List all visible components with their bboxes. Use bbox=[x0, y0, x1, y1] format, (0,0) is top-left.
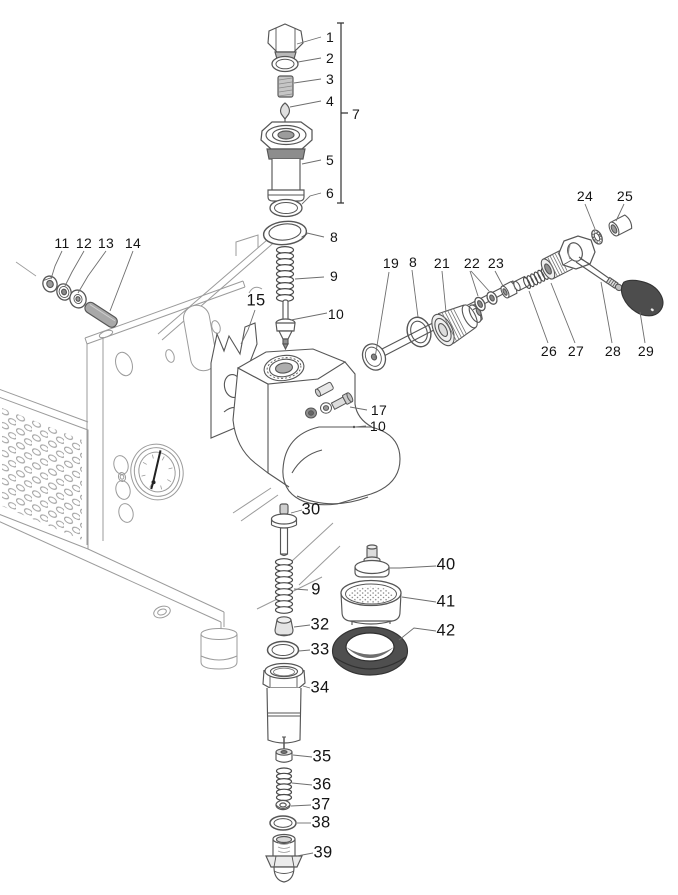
lever-spring-26 bbox=[522, 266, 553, 290]
washer-22a bbox=[474, 296, 486, 312]
piston-sleeve-34 bbox=[262, 662, 306, 744]
left-fasteners bbox=[15, 261, 118, 328]
o-ring-33 bbox=[266, 640, 300, 660]
o-ring-6 bbox=[269, 198, 303, 218]
cap-sleeve-25 bbox=[608, 214, 633, 237]
top-valve-stack bbox=[260, 22, 348, 351]
lower-valve-stack bbox=[262, 503, 306, 883]
drip-tray bbox=[0, 388, 89, 550]
cap-bolt bbox=[267, 23, 304, 60]
o-ring-2 bbox=[271, 55, 299, 73]
shower-screen-41 bbox=[340, 579, 402, 625]
valve-body-21 bbox=[431, 304, 483, 347]
seat-ring-8 bbox=[262, 220, 308, 246]
bracket-7 bbox=[337, 22, 348, 204]
valve-stem-upper bbox=[275, 299, 296, 351]
lever-assembly bbox=[406, 214, 664, 348]
brew-dome bbox=[267, 426, 401, 506]
lock-washer-24 bbox=[591, 229, 603, 245]
spring-pocket bbox=[263, 354, 305, 382]
washer-13 bbox=[69, 289, 87, 309]
o-ring-38 bbox=[269, 815, 297, 831]
pin-14 bbox=[84, 301, 118, 328]
washer-22b bbox=[486, 291, 498, 305]
nozzle-32 bbox=[274, 616, 294, 637]
front-panel bbox=[84, 233, 279, 545]
group-gasket-42 bbox=[331, 626, 409, 676]
valve-35 bbox=[275, 736, 293, 763]
leader-lines bbox=[50, 36, 646, 857]
screen-holder-40 bbox=[354, 544, 390, 578]
stem-30 bbox=[270, 503, 298, 557]
valve-poppet bbox=[280, 102, 290, 124]
machine-chassis bbox=[0, 233, 341, 670]
upper-fitting bbox=[260, 121, 313, 202]
washer-37 bbox=[275, 799, 291, 811]
o-ring-8b bbox=[406, 316, 432, 348]
filter-column bbox=[331, 544, 409, 676]
valve-spring-small bbox=[277, 75, 294, 98]
washer-12 bbox=[56, 283, 72, 301]
main-spring-upper bbox=[275, 246, 295, 303]
spring-36 bbox=[275, 767, 293, 802]
lever-fulcrum-block bbox=[558, 235, 596, 270]
head-bolt-set bbox=[305, 381, 354, 419]
lever-knob-29 bbox=[620, 279, 664, 317]
main-spring-lower bbox=[274, 558, 294, 614]
machine-base bbox=[0, 487, 341, 670]
group-head-body bbox=[232, 348, 401, 506]
pressure-gauge bbox=[130, 443, 184, 501]
outlet-fitting-39 bbox=[265, 833, 303, 883]
lever-rod-28 bbox=[575, 256, 623, 292]
machine-foot bbox=[200, 628, 238, 670]
